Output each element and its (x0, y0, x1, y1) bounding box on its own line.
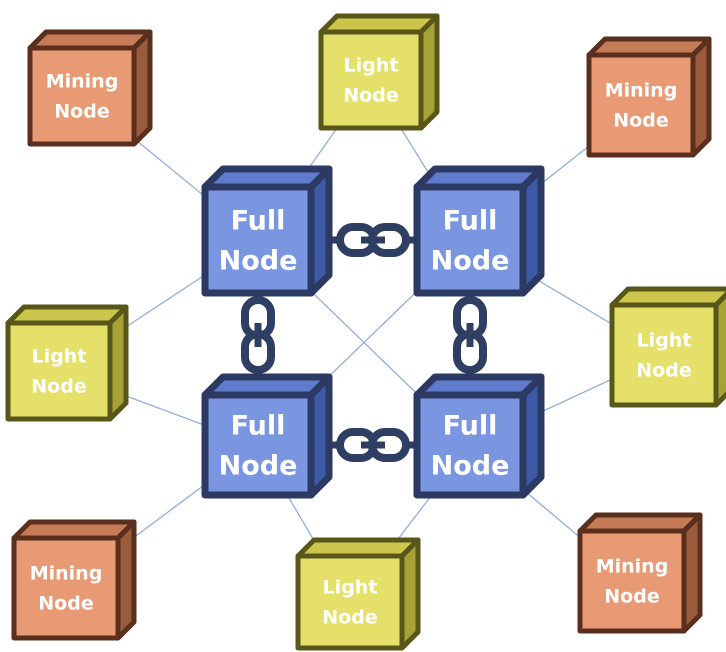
cube-front-face (201, 391, 315, 499)
node-label-line1: Full (231, 410, 286, 441)
node-label-line2: Node (636, 360, 691, 382)
node-label-line2: Node (343, 85, 398, 107)
connector-lines (58, 79, 665, 603)
node-label-line1: Light (323, 577, 378, 599)
node-label-line2: Node (219, 245, 298, 276)
cube-front-face (5, 320, 113, 422)
cube-front-face (577, 528, 687, 634)
node-label-line2: Node (54, 101, 109, 123)
node-label-line1: Light (32, 346, 87, 368)
node-label-line1: Mining (605, 80, 678, 102)
chain-link-icon (321, 428, 425, 462)
node-label-line1: Light (344, 55, 399, 77)
cube-front-face (609, 302, 719, 408)
cube-front-face (413, 183, 527, 297)
cube-front-face (27, 45, 137, 147)
node-label-line2: Node (219, 450, 298, 481)
cube-front-face (413, 391, 527, 499)
chain-link-icon (321, 223, 425, 257)
cube-front-face (318, 29, 424, 131)
node-label-line1: Light (637, 330, 692, 352)
cube-front-face (586, 52, 696, 158)
node-label-line1: Full (443, 410, 498, 441)
node-label-line1: Mining (596, 556, 669, 578)
node-label-line2: Node (604, 586, 659, 608)
node-label-line1: Full (443, 205, 498, 236)
node-label-line1: Full (231, 205, 286, 236)
node-label-line2: Node (38, 593, 93, 615)
nodes: FullNodeFullNodeFullNodeFullNodeMiningNo… (5, 13, 726, 651)
cube-front-face (295, 553, 405, 651)
node-label-line2: Node (613, 110, 668, 132)
node-label-line2: Node (431, 245, 510, 276)
node-label-line1: Mining (30, 563, 103, 585)
node-label-line2: Node (322, 607, 377, 629)
chain-link-icon (241, 279, 275, 391)
chain-link-icon (453, 279, 487, 391)
node-label-line2: Node (31, 376, 86, 398)
node-label-line2: Node (431, 450, 510, 481)
cube-front-face (11, 535, 121, 641)
chain-links (241, 223, 487, 462)
cube-front-face (201, 183, 315, 297)
node-label-line1: Mining (46, 71, 119, 93)
